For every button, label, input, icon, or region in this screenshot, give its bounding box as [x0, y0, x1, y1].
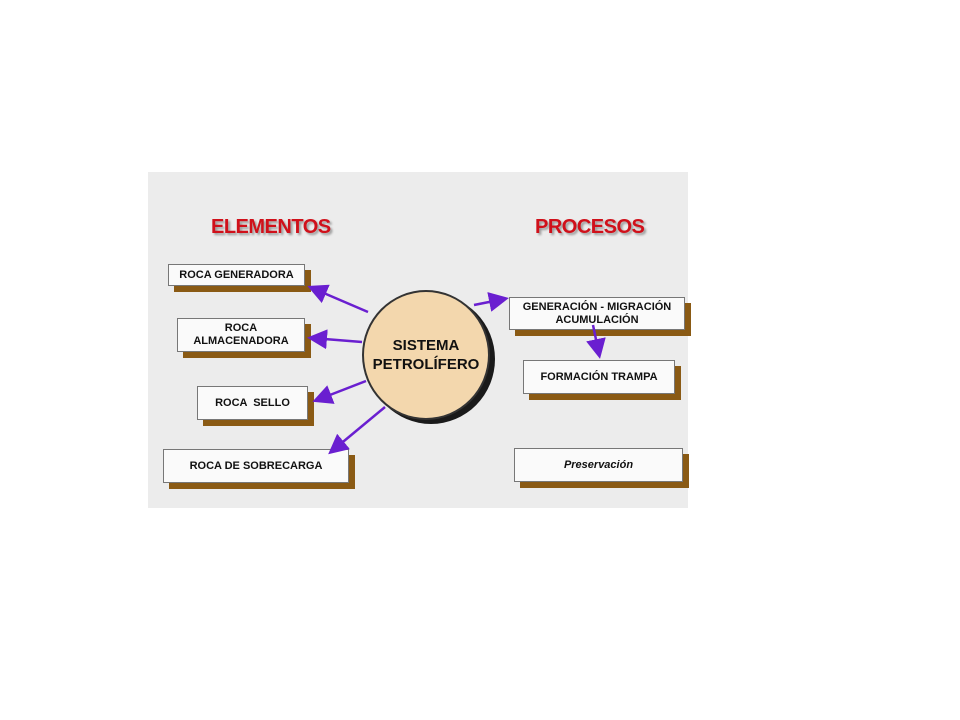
roca-sobrecarga-box: ROCA DE SOBRECARGA	[163, 449, 349, 483]
box-label: ACUMULACIÓN	[555, 313, 639, 326]
center-label: SISTEMA	[392, 337, 460, 354]
box-label: ALMACENADORA	[193, 335, 289, 347]
arrow-to-formacion-trampa	[586, 324, 606, 359]
box-label: ROCA	[224, 322, 258, 334]
box-label: ROCA DE SOBRECARGA	[189, 459, 323, 472]
procesos-title: PROCESOS	[535, 216, 645, 238]
box-label: FORMACIÓN TRAMPA	[540, 370, 658, 383]
box-label: ROCA SELLO	[215, 396, 290, 409]
arrow-to-generacion	[473, 292, 509, 312]
arrow-to-roca-sobrecarga	[328, 406, 386, 455]
center-label: PETROLÍFERO	[372, 356, 480, 373]
arrow-to-roca-almacenadora	[307, 329, 363, 350]
roca-sello-box: ROCA SELLO	[197, 386, 308, 420]
arrow-to-roca-sello	[312, 379, 367, 404]
preservacion-box: Preservación	[514, 448, 683, 482]
box-label: Preservación	[563, 458, 634, 471]
box-label: ROCA GENERADORA	[179, 268, 294, 281]
sistema-petrolifero-circle: SISTEMA PETROLÍFERO	[362, 290, 490, 420]
roca-generadora-box: ROCA GENERADORA	[168, 264, 305, 286]
box-label: GENERACIÓN - MIGRACIÓN	[522, 300, 672, 313]
elementos-title: ELEMENTOS	[211, 216, 331, 238]
arrow-to-roca-generadora	[307, 284, 369, 314]
formacion-trampa-box: FORMACIÓN TRAMPA	[523, 360, 675, 394]
